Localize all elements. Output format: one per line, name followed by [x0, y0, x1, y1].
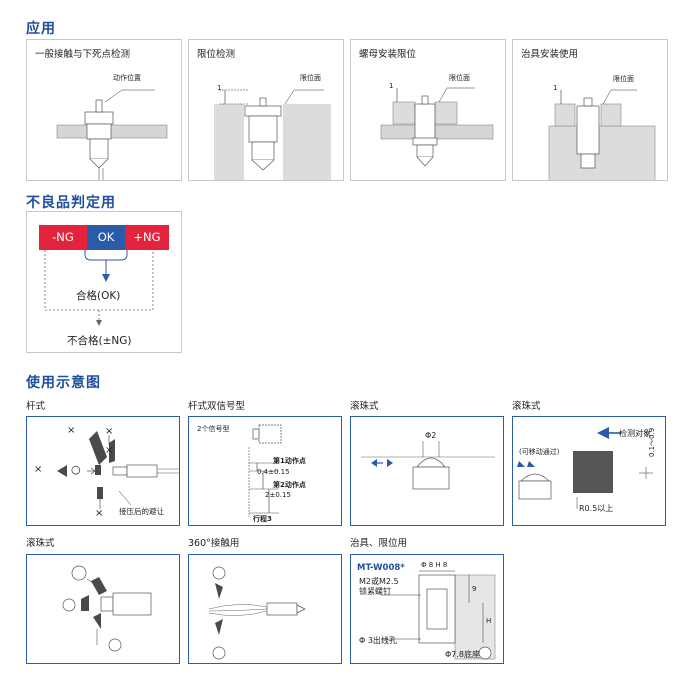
callout-action-position: 动作位置: [113, 74, 141, 82]
app-card-title: 螺母安装限位: [359, 49, 417, 60]
app-card-title: 限位检测: [197, 49, 236, 60]
app-card-title: 一般接触与下死点检测: [35, 49, 131, 60]
callout-limit-face: 限位面: [449, 74, 470, 82]
section-title-usage: 使用示意图: [26, 375, 101, 391]
fixture-mount-diagram: [548, 89, 656, 180]
app-card-general: 一般接触与下死点检测 动作位置: [26, 39, 182, 181]
second-action-point: 第2动作点: [273, 481, 306, 489]
usage-title-ball-3: 滚珠式: [26, 538, 55, 549]
section-title-judgment: 不良品判定用: [26, 195, 116, 211]
usage-card-ball-3: [26, 554, 180, 664]
fixture-mount-drawing: [381, 570, 496, 660]
rod-note: 接压后的避让: [119, 507, 164, 516]
app-card-title: 治具安装使用: [521, 49, 579, 60]
app-card-fixture: 治具安装使用 限位面 1: [512, 39, 668, 181]
stroke-label: 行程3: [253, 515, 272, 523]
fixture-dim-h: H: [486, 617, 492, 625]
dim-one: 1: [217, 84, 222, 92]
nut-mount-diagram: [380, 87, 494, 167]
cross-mark-icon: ×: [95, 508, 104, 519]
judgment-flow-diagram: [44, 250, 154, 326]
fixture-model: MT-W008*: [357, 563, 405, 573]
section-title-application: 应用: [26, 21, 56, 37]
range-label: 0.1～0.9: [648, 427, 656, 457]
fixture-exit-hole: Φ 3出线孔: [359, 636, 397, 645]
rod-usage-diagram: [57, 431, 179, 509]
callout-limit-face: 限位面: [300, 74, 321, 82]
usage-card-rod: × × × ○ × × 接压后的避让: [26, 416, 180, 526]
usage-card-360: [188, 554, 342, 664]
usage-title-ball-2: 滚珠式: [512, 401, 541, 412]
fixture-base: Φ7.8底座: [445, 650, 481, 659]
cross-mark-icon: ×: [34, 464, 43, 475]
usage-card-fixture: MT-W008* Φ 8 H 8 M2或M2.5 锁紧螺钉 9 H Φ 3出线孔…: [350, 554, 504, 664]
pass-label: 合格(OK): [76, 290, 121, 302]
bar-plus-ng: +NG: [125, 225, 169, 250]
second-action-dim: 2±0.15: [265, 491, 291, 499]
signal-type-label: 2个信号型: [197, 425, 230, 433]
cross-mark-icon: ×: [105, 445, 114, 456]
usage-card-rod-dual: 2个信号型 第1动作点 0.4±0.15 第2动作点 2±0.15 行程3: [188, 416, 342, 526]
cross-mark-icon: ×: [105, 426, 114, 437]
cross-mark-icon: ×: [67, 425, 76, 436]
limit-detect-diagram: [214, 89, 331, 180]
usage-title-rod: 杆式: [26, 401, 46, 412]
dim-one: 1: [389, 82, 394, 90]
ball-usage-diagram: [361, 441, 495, 490]
first-action-point: 第1动作点: [273, 457, 306, 465]
bar-minus-ng: -NG: [39, 225, 87, 250]
fixture-hole: Φ 8 H 8: [421, 561, 448, 569]
target-label: 检测对象: [619, 429, 651, 438]
usage-title-360: 360°接触用: [188, 538, 240, 549]
usage-card-ball-1: Φ2: [350, 416, 504, 526]
fixture-dim-9: 9: [472, 585, 477, 593]
rod-dual-diagram: [248, 424, 282, 517]
diameter-label: Φ2: [425, 431, 437, 440]
general-contact-diagram: [56, 89, 168, 180]
ball-approach-diagram: [62, 565, 152, 652]
usage-card-ball-2: (可移动通过) 检测对象 R0.5以上 0.1～0.9: [512, 416, 666, 526]
callout-limit-face: 限位面: [613, 75, 634, 83]
judgment-panel: -NG OK +NG 合格(OK) 不合格(±NG): [26, 211, 182, 353]
first-action-dim: 0.4±0.15: [257, 468, 290, 476]
usage-title-fixture: 治具、限位用: [350, 538, 408, 549]
fail-label: 不合格(±NG): [67, 335, 132, 347]
usage-title-rod-dual: 杆式双信号型: [188, 401, 246, 412]
app-card-nut: 螺母安装限位 限位面 1: [350, 39, 506, 181]
movable-label: (可移动通过): [519, 448, 560, 456]
bar-ok: OK: [87, 225, 125, 250]
fixture-screw: M2或M2.5 锁紧螺钉: [359, 577, 399, 596]
usage-title-ball-1: 滚珠式: [350, 401, 379, 412]
circle-mark-icon: ○: [71, 463, 81, 476]
contact-360-diagram: [208, 566, 306, 660]
radius-label: R0.5以上: [579, 504, 614, 513]
dim-one: 1: [553, 84, 558, 92]
ball-target-diagram: [517, 427, 653, 509]
app-card-limit: 限位检测 限位面 1: [188, 39, 344, 181]
